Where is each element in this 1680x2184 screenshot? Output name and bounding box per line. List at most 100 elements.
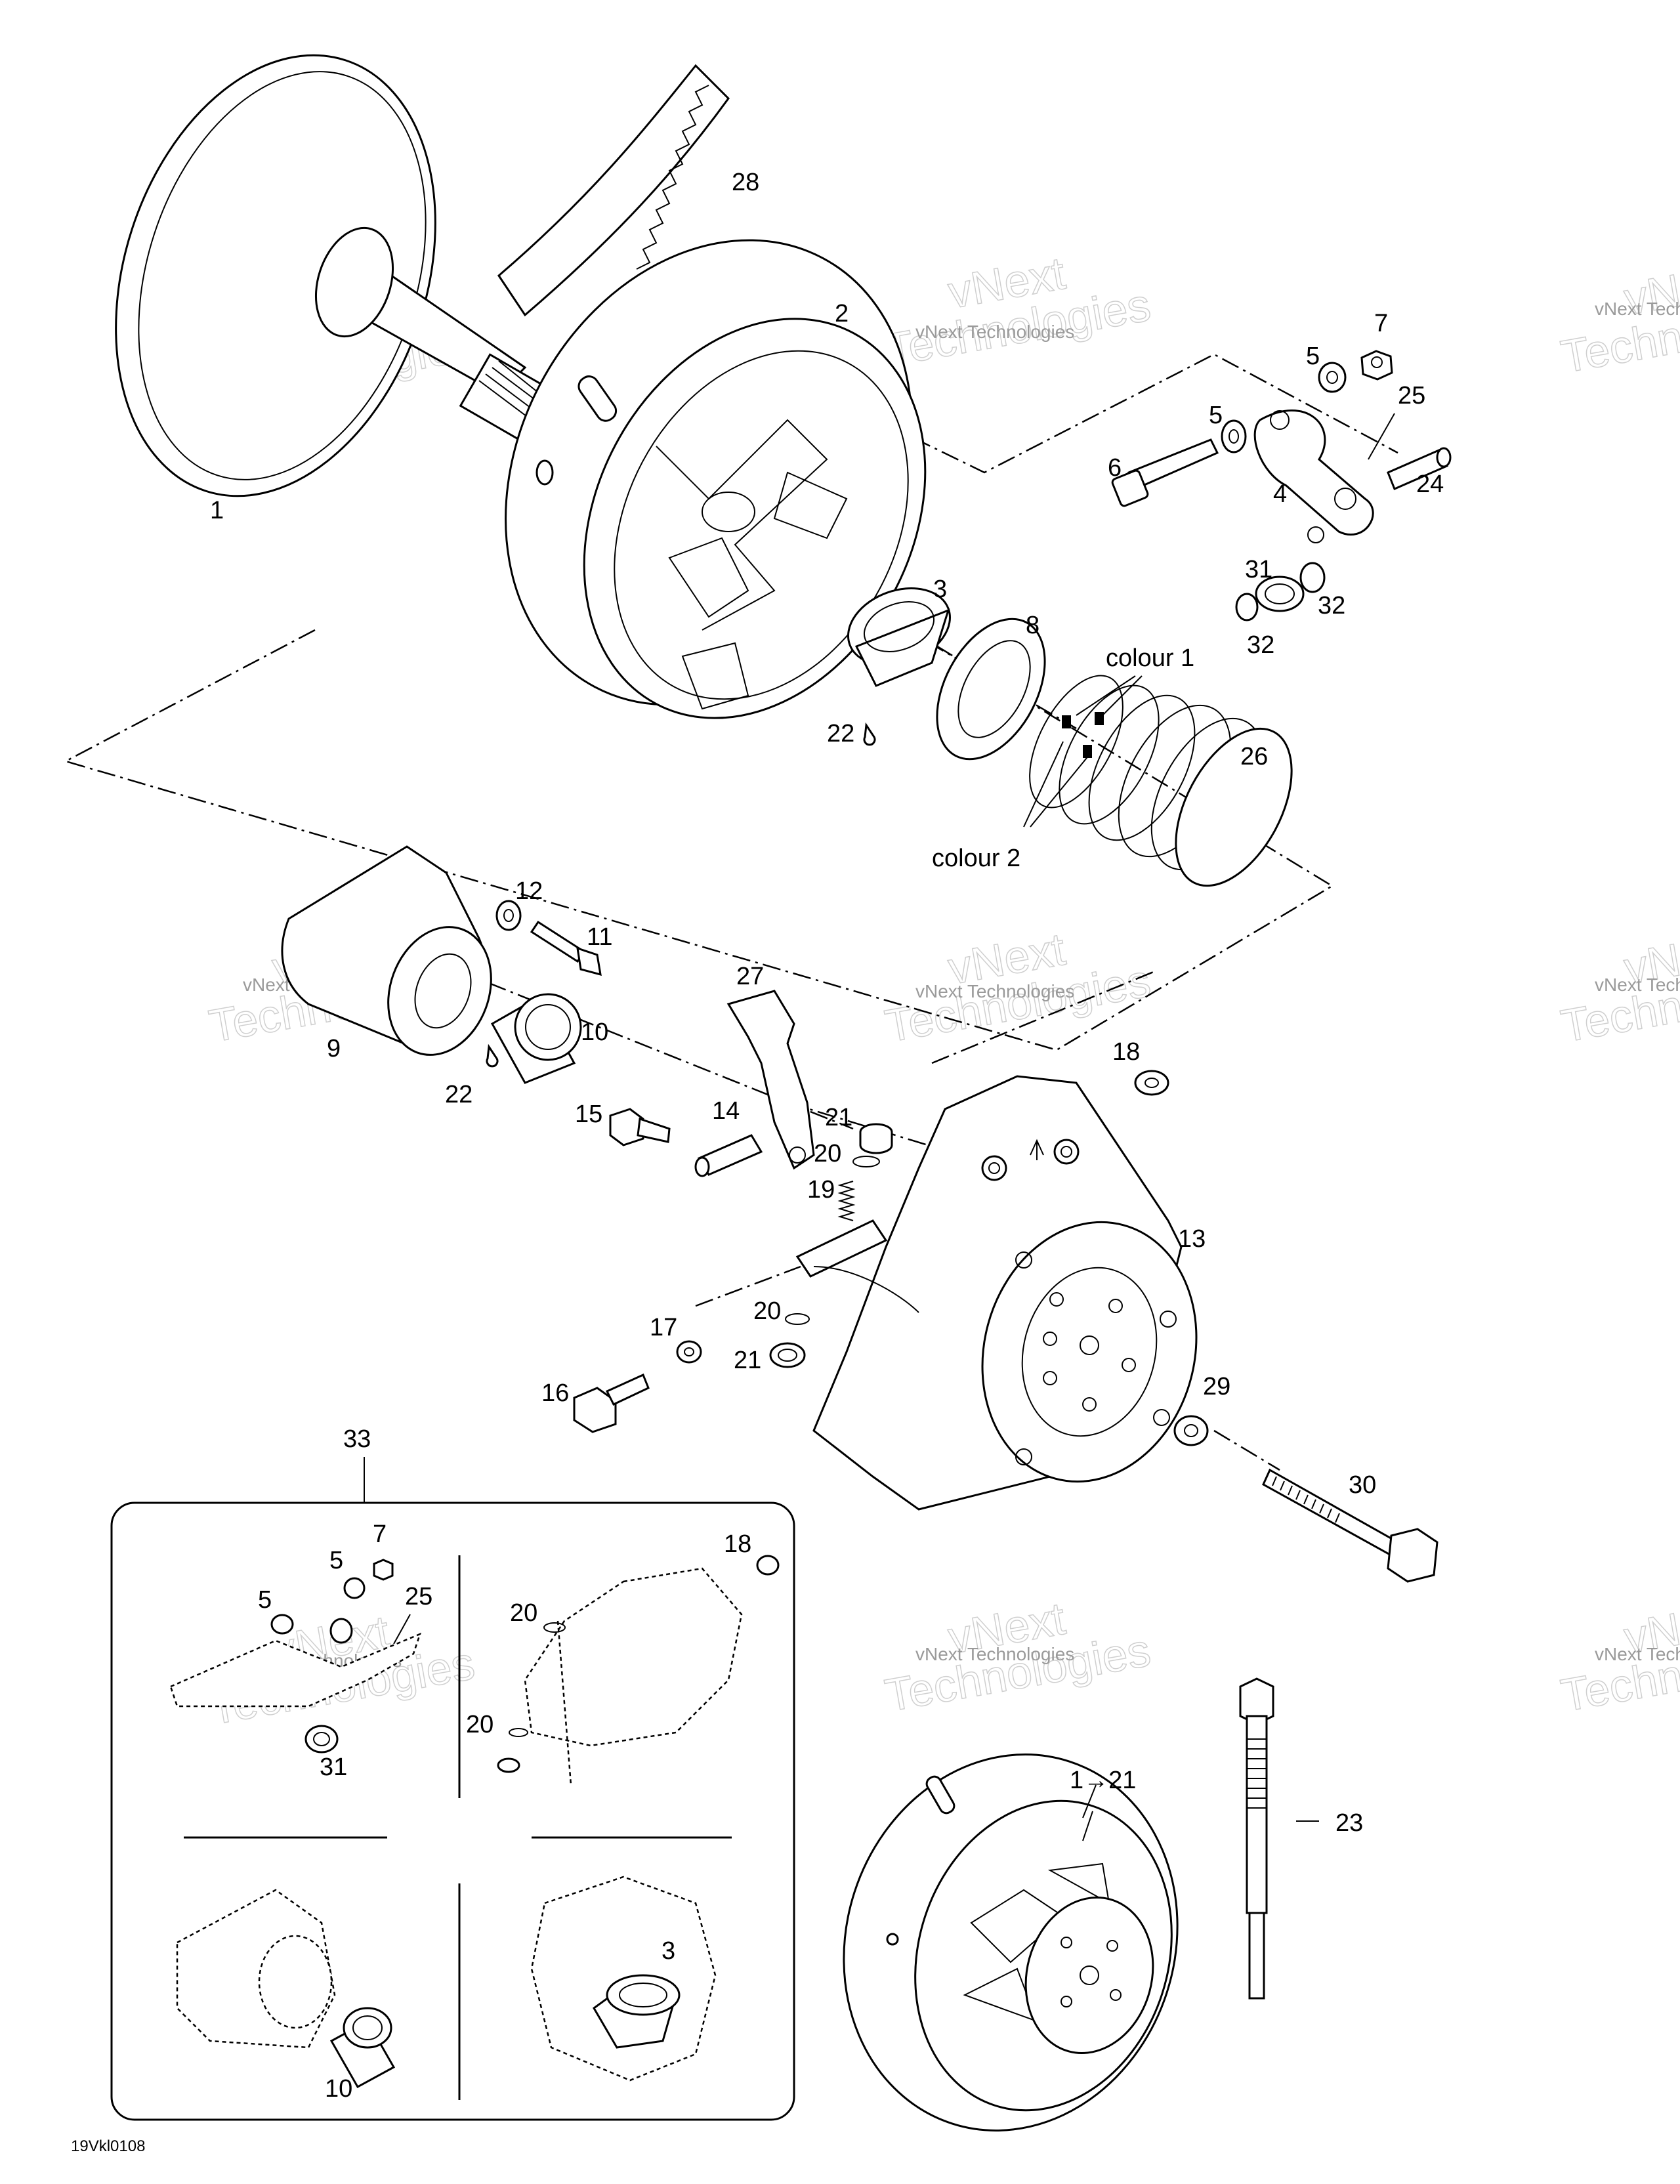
watermark-small: vNext Technologies <box>1595 975 1680 995</box>
kit-33-box <box>110 1457 795 2121</box>
kit-linkage-dotted <box>169 1555 780 1754</box>
callout-5b: 5 <box>1209 402 1223 429</box>
bushing-part-3 <box>847 587 951 687</box>
o-ring-part-20b <box>785 1313 810 1325</box>
callout-4: 4 <box>1273 480 1287 508</box>
kit-callout-31: 31 <box>320 1754 347 1781</box>
shoulder-screw-part-15 <box>609 1108 671 1146</box>
kit-callout-5b: 5 <box>258 1586 272 1614</box>
washer-part-17 <box>676 1340 702 1364</box>
drive-belt-part-28 <box>497 64 730 317</box>
grease-dot-part-22b <box>486 1043 499 1068</box>
callout-25: 25 <box>1398 382 1425 410</box>
fixed-sheave-part-1 <box>115 54 555 497</box>
kit-callout-20b: 20 <box>466 1711 494 1738</box>
callouts: 1 2 3 4 5 5 6 7 8 9 10 11 12 13 14 15 16… <box>210 169 1444 1837</box>
kit-callout-10: 10 <box>325 2075 352 2103</box>
callout-32a: 32 <box>1318 592 1345 620</box>
nut-part-7 <box>1360 350 1393 381</box>
callout-26: 26 <box>1240 743 1268 770</box>
cotter-pin-part-25 <box>1368 413 1395 460</box>
axle-part-6 <box>1111 438 1219 507</box>
watermark-small: vNext Technologies <box>915 1644 1074 1664</box>
bushing-part-10 <box>490 993 582 1084</box>
ramp-part-27 <box>726 990 815 1170</box>
callout-24: 24 <box>1416 471 1444 498</box>
watermark-small: vNext Technologies <box>915 322 1074 342</box>
callout-18: 18 <box>1112 1038 1140 1066</box>
kit-callout-18: 18 <box>724 1530 751 1558</box>
callout-30: 30 <box>1349 1471 1376 1499</box>
watermark-small: vNext Technologies <box>915 981 1074 1001</box>
callout-1: 1 <box>210 497 224 524</box>
washers-part-5 <box>1221 362 1347 453</box>
callout-10: 10 <box>581 1018 608 1046</box>
callout-11: 11 <box>587 923 612 951</box>
callout-6: 6 <box>1108 454 1122 482</box>
guide-18 <box>931 970 1156 1064</box>
kit-callout-3: 3 <box>662 1937 675 1965</box>
hub-part-13 <box>795 1075 1198 1511</box>
seal-part-8 <box>936 618 1046 761</box>
spring-part-19 <box>837 1181 856 1221</box>
kit-callout-7: 7 <box>373 1521 387 1548</box>
o-ring-part-20a <box>852 1156 880 1167</box>
leader-lines <box>1023 675 1143 1818</box>
kit-cup-dotted <box>176 1889 396 2089</box>
callout-20a: 20 <box>814 1140 841 1167</box>
callout-colour-2: colour 2 <box>932 845 1020 872</box>
kit-sheave-dotted <box>530 1876 717 2082</box>
bolt-part-30 <box>1262 1468 1438 1583</box>
grease-dot-part-22 <box>863 722 876 746</box>
callout-20b: 20 <box>753 1297 781 1325</box>
kit-callout-20a: 20 <box>510 1599 537 1627</box>
callout-assembly: 1→21 <box>1070 1767 1136 1794</box>
roller-part-21b <box>769 1342 806 1368</box>
pin-part-24 <box>1387 447 1452 490</box>
callout-3: 3 <box>933 576 947 603</box>
callout-9: 9 <box>327 1035 341 1062</box>
callout-33: 33 <box>343 1425 371 1453</box>
sliding-sheave-part-2 <box>505 239 927 719</box>
drawing-code: 19Vkl0108 <box>71 2137 145 2155</box>
callout-23: 23 <box>1335 1809 1363 1837</box>
kit-callout-5a: 5 <box>329 1547 343 1574</box>
callout-2: 2 <box>835 300 849 327</box>
long-bolt-part-23 <box>1239 1677 1319 2000</box>
callout-colour-1: colour 1 <box>1106 644 1194 672</box>
kit-hub-dotted <box>497 1567 743 1786</box>
callout-12: 12 <box>515 877 543 905</box>
spring-part-26 <box>1029 675 1293 887</box>
pin-part-14 <box>694 1134 763 1177</box>
guide-bolt16 <box>695 1265 801 1307</box>
screw-part-11 <box>530 920 602 976</box>
callout-32b: 32 <box>1247 631 1274 659</box>
callout-14: 14 <box>712 1097 740 1125</box>
roller-parts-31-32 <box>1235 562 1326 621</box>
callout-21a: 21 <box>825 1104 852 1131</box>
callout-7: 7 <box>1374 310 1388 337</box>
washer-part-29 <box>1173 1415 1209 1446</box>
callout-31: 31 <box>1245 556 1272 583</box>
callout-5a: 5 <box>1306 343 1320 370</box>
bolt-part-16 <box>573 1373 650 1433</box>
nut-part-18 <box>1134 1070 1169 1096</box>
callout-27: 27 <box>736 963 764 990</box>
callout-28: 28 <box>732 169 759 196</box>
callout-22b: 22 <box>445 1081 472 1108</box>
watermark-small: vNext Technologies <box>1595 299 1680 319</box>
callout-21b: 21 <box>734 1347 761 1374</box>
callout-19: 19 <box>807 1176 835 1204</box>
clutch-assembly <box>843 1754 1179 2132</box>
callout-8: 8 <box>1026 612 1040 639</box>
roller-part-21a <box>859 1123 893 1154</box>
washer-part-12 <box>495 900 522 931</box>
guide-30 <box>1213 1429 1280 1471</box>
callout-13: 13 <box>1178 1225 1206 1253</box>
callout-16: 16 <box>541 1379 569 1407</box>
governor-cup-part-9 <box>281 845 492 1056</box>
callout-15: 15 <box>575 1101 602 1128</box>
callout-22a: 22 <box>827 720 854 747</box>
callout-17: 17 <box>650 1314 677 1341</box>
